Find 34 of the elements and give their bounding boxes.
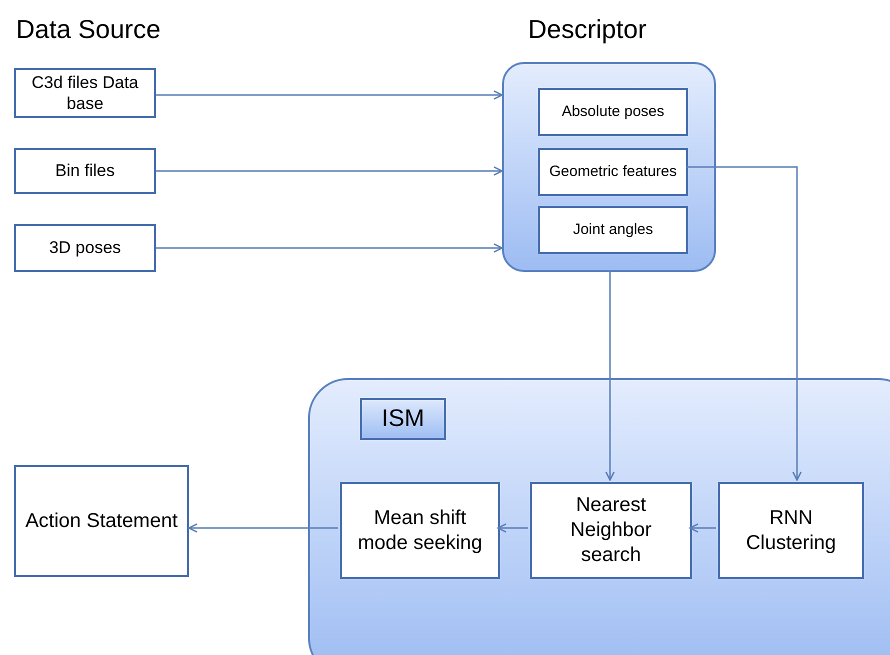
arrow (497, 523, 528, 533)
arrow (156, 243, 503, 253)
feature-box (538, 88, 688, 136)
box-label: Bin files (55, 160, 115, 182)
process-box (530, 482, 692, 579)
box-label: 3D poses (49, 237, 121, 259)
source-box (14, 68, 156, 118)
arrow (188, 523, 338, 533)
title-box (360, 398, 446, 440)
box-label: Geometric features (549, 162, 677, 182)
box-label: Joint angles (572, 220, 654, 240)
feature-box (538, 148, 688, 196)
group-panel (502, 62, 716, 272)
process-box (340, 482, 500, 579)
process-box (14, 465, 189, 577)
box-label: Absolute poses (562, 102, 664, 122)
box-label: ISM (382, 404, 424, 434)
box-label: RNN Clustering (744, 506, 838, 556)
arrow (156, 90, 503, 100)
box-label: C3d files Data base (30, 72, 140, 114)
section-heading: Data Source (16, 13, 161, 46)
arrow (689, 523, 716, 533)
arrow (686, 166, 802, 481)
box-label: Mean shift mode seeking (356, 506, 484, 556)
feature-box (538, 206, 688, 254)
arrow (156, 166, 503, 176)
source-box (14, 148, 156, 194)
box-label: Nearest Neighbor search (569, 493, 653, 568)
process-box (718, 482, 864, 579)
section-heading: Descriptor (528, 13, 646, 46)
arrow (605, 272, 615, 481)
group-panel (308, 378, 890, 655)
source-box (14, 224, 156, 272)
box-label: Action Statement (25, 508, 178, 534)
